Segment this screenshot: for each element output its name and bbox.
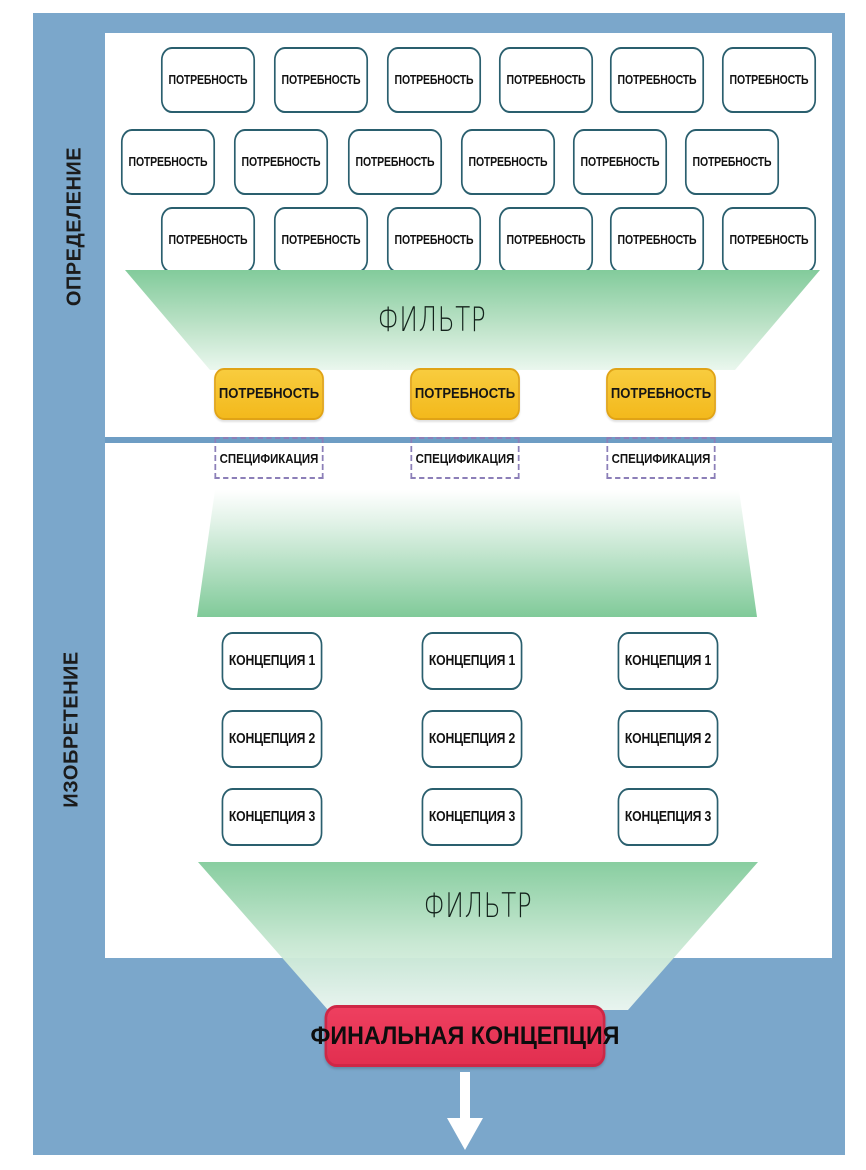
need-box[interactable]: ПОТРЕБНОСТЬ <box>273 47 369 113</box>
concept-box[interactable]: КОНЦЕПЦИЯ 1 <box>421 632 523 690</box>
concept-box[interactable]: КОНЦЕПЦИЯ 2 <box>421 710 523 768</box>
need-box[interactable]: ПОТРЕБНОСТЬ <box>347 129 443 195</box>
need-box-label: ПОТРЕБНОСТЬ <box>506 233 586 247</box>
need-box[interactable]: ПОТРЕБНОСТЬ <box>721 47 817 113</box>
need-box[interactable]: ПОТРЕБНОСТЬ <box>721 207 817 273</box>
concept-label: КОНЦЕПЦИЯ 3 <box>228 809 316 825</box>
need-box-label: ПОТРЕБНОСТЬ <box>394 73 474 87</box>
expansion-funnel <box>197 490 757 617</box>
stage-divider-line <box>105 437 832 443</box>
need-box-label: ПОТРЕБНОСТЬ <box>394 233 474 247</box>
concept-box[interactable]: КОНЦЕПЦИЯ 1 <box>221 632 323 690</box>
need-box-label: ПОТРЕБНОСТЬ <box>241 155 321 169</box>
filter-funnel-bottom <box>198 862 758 1010</box>
need-box[interactable]: ПОТРЕБНОСТЬ <box>160 207 256 273</box>
need-box[interactable]: ПОТРЕБНОСТЬ <box>609 47 705 113</box>
selected-need-label: ПОТРЕБНОСТЬ <box>218 386 320 402</box>
need-box[interactable]: ПОТРЕБНОСТЬ <box>386 47 482 113</box>
need-box-label: ПОТРЕБНОСТЬ <box>128 155 208 169</box>
stage-label-definition: ОПРЕДЕЛЕНИЕ <box>63 146 86 307</box>
need-box[interactable]: ПОТРЕБНОСТЬ <box>684 129 780 195</box>
need-box[interactable]: ПОТРЕБНОСТЬ <box>498 207 594 273</box>
concept-box[interactable]: КОНЦЕПЦИЯ 2 <box>617 710 719 768</box>
concept-box[interactable]: КОНЦЕПЦИЯ 1 <box>617 632 719 690</box>
concept-box[interactable]: КОНЦЕПЦИЯ 3 <box>617 788 719 846</box>
selected-need-box[interactable]: ПОТРЕБНОСТЬ <box>606 368 716 420</box>
specification-label: СПЕЦИФИКАЦИЯ <box>219 450 319 466</box>
selected-need-label: ПОТРЕБНОСТЬ <box>414 386 516 402</box>
need-box-label: ПОТРЕБНОСТЬ <box>168 233 248 247</box>
filter-label-bottom: ФИЛЬТР <box>423 886 533 926</box>
concept-label: КОНЦЕПЦИЯ 2 <box>624 731 712 747</box>
need-box-label: ПОТРЕБНОСТЬ <box>355 155 435 169</box>
specification-box[interactable]: СПЕЦИФИКАЦИЯ <box>214 437 324 479</box>
specification-box[interactable]: СПЕЦИФИКАЦИЯ <box>606 437 716 479</box>
final-concept-label: ФИНАЛЬНАЯ КОНЦЕПЦИЯ <box>310 1021 620 1050</box>
specification-box[interactable]: СПЕЦИФИКАЦИЯ <box>410 437 520 479</box>
need-box[interactable]: ПОТРЕБНОСТЬ <box>460 129 556 195</box>
need-box-label: ПОТРЕБНОСТЬ <box>468 155 548 169</box>
concept-label: КОНЦЕПЦИЯ 1 <box>228 653 316 669</box>
need-box-label: ПОТРЕБНОСТЬ <box>281 233 361 247</box>
concept-label: КОНЦЕПЦИЯ 2 <box>228 731 316 747</box>
selected-need-box[interactable]: ПОТРЕБНОСТЬ <box>410 368 520 420</box>
need-box-label: ПОТРЕБНОСТЬ <box>580 155 660 169</box>
need-box[interactable]: ПОТРЕБНОСТЬ <box>233 129 329 195</box>
final-concept-box[interactable]: ФИНАЛЬНАЯ КОНЦЕПЦИЯ <box>311 1005 619 1067</box>
need-box[interactable]: ПОТРЕБНОСТЬ <box>572 129 668 195</box>
need-box-label: ПОТРЕБНОСТЬ <box>617 233 697 247</box>
need-box-label: ПОТРЕБНОСТЬ <box>617 73 697 87</box>
concept-box[interactable]: КОНЦЕПЦИЯ 2 <box>221 710 323 768</box>
need-box-label: ПОТРЕБНОСТЬ <box>729 73 809 87</box>
concept-label: КОНЦЕПЦИЯ 2 <box>428 731 516 747</box>
need-box-label: ПОТРЕБНОСТЬ <box>729 233 809 247</box>
stage-label-invention: ИЗОБРЕТЕНИЕ <box>60 651 83 808</box>
need-box[interactable]: ПОТРЕБНОСТЬ <box>386 207 482 273</box>
concept-box[interactable]: КОНЦЕПЦИЯ 3 <box>221 788 323 846</box>
concept-label: КОНЦЕПЦИЯ 3 <box>428 809 516 825</box>
need-box[interactable]: ПОТРЕБНОСТЬ <box>160 47 256 113</box>
specification-label: СПЕЦИФИКАЦИЯ <box>611 450 711 466</box>
need-box[interactable]: ПОТРЕБНОСТЬ <box>273 207 369 273</box>
output-down-arrow-icon <box>440 1072 490 1152</box>
concept-box[interactable]: КОНЦЕПЦИЯ 3 <box>421 788 523 846</box>
need-box-label: ПОТРЕБНОСТЬ <box>692 155 772 169</box>
need-box-label: ПОТРЕБНОСТЬ <box>506 73 586 87</box>
need-box[interactable]: ПОТРЕБНОСТЬ <box>609 207 705 273</box>
concept-label: КОНЦЕПЦИЯ 3 <box>624 809 712 825</box>
filter-funnel-top <box>125 270 820 370</box>
concept-label: КОНЦЕПЦИЯ 1 <box>428 653 516 669</box>
selected-need-box[interactable]: ПОТРЕБНОСТЬ <box>214 368 324 420</box>
need-box[interactable]: ПОТРЕБНОСТЬ <box>120 129 216 195</box>
specification-label: СПЕЦИФИКАЦИЯ <box>415 450 515 466</box>
concept-label: КОНЦЕПЦИЯ 1 <box>624 653 712 669</box>
filter-label-top: ФИЛЬТР <box>377 300 487 340</box>
need-box[interactable]: ПОТРЕБНОСТЬ <box>498 47 594 113</box>
selected-need-label: ПОТРЕБНОСТЬ <box>610 386 712 402</box>
need-box-label: ПОТРЕБНОСТЬ <box>168 73 248 87</box>
need-box-label: ПОТРЕБНОСТЬ <box>281 73 361 87</box>
